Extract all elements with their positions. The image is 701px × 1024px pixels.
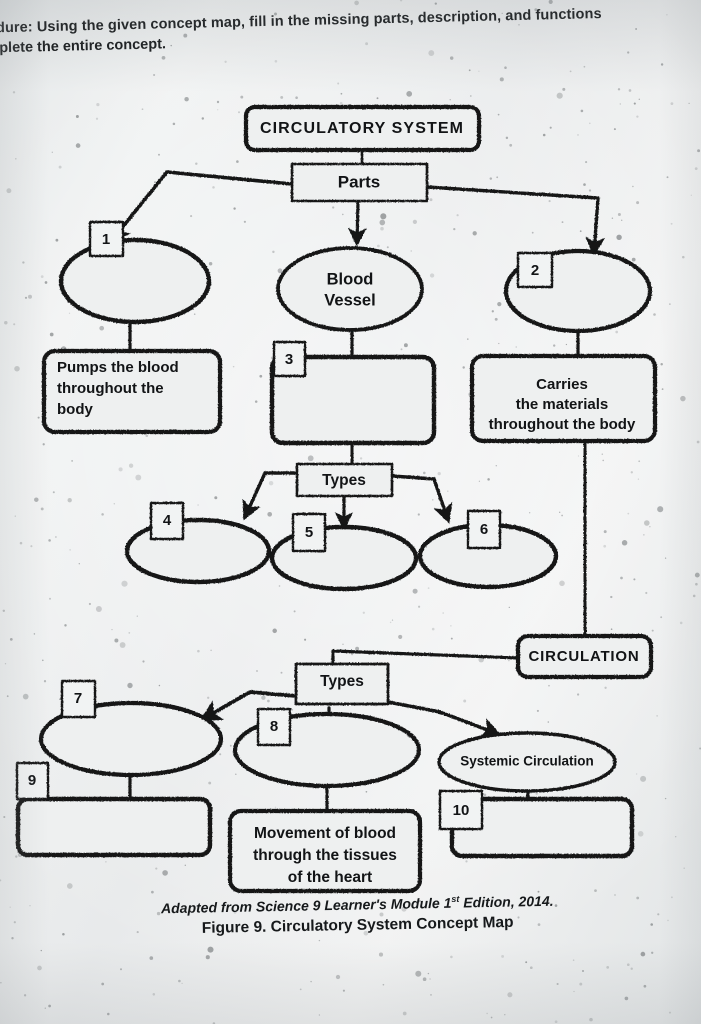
tag-box-4 [149, 501, 185, 541]
tag-box-5 [291, 512, 327, 553]
caption-source-head: Adapted from Science 9 Learner's Module … [160, 894, 452, 917]
label-types-upper: Types [322, 472, 366, 489]
node-blank-7 [38, 700, 224, 778]
blank-number-9: 9 [28, 772, 36, 789]
label-pumps-line-3: body [57, 401, 93, 418]
label-parts: Parts [338, 172, 381, 191]
node-carries-materials [469, 353, 658, 444]
label-carries-line-2: the materials [516, 396, 609, 413]
node-types-lower [294, 662, 390, 706]
blank-number-5: 5 [305, 524, 313, 541]
label-circulatory-system: CIRCULATORY SYSTEM [260, 120, 464, 137]
connector-parts-to-blood-vessel [348, 199, 367, 247]
blank-number-10: 10 [453, 802, 470, 819]
tag-box-3 [272, 340, 307, 378]
blank-number-6: 6 [480, 521, 488, 538]
blank-number-2: 2 [531, 262, 539, 279]
node-blood-vessel [276, 246, 424, 332]
node-blank-3 [269, 354, 437, 446]
blank-number-4: 4 [163, 512, 172, 529]
caption-ordinal-suffix: st [451, 893, 460, 905]
node-circulation [515, 633, 654, 680]
connector-parts-to-node1 [109, 170, 294, 244]
label-blood-vessel-line-2: Vessel [324, 291, 375, 309]
node-pumps-the-blood [41, 348, 223, 435]
node-systemic-circulation [437, 731, 617, 793]
connector-types-lower-to-node7 [199, 690, 298, 722]
connector-types-upper-to-node6 [390, 474, 453, 524]
node-types-upper [295, 462, 394, 498]
connector-parts-to-node2 [425, 185, 606, 257]
label-systemic-circulation: Systemic Circulation [460, 754, 594, 769]
label-movement-line-1: Movement of blood [254, 825, 396, 842]
blank-number-3: 3 [285, 351, 293, 368]
label-circulation: CIRCULATION [528, 648, 639, 665]
label-carries-line-3: throughout the body [489, 416, 636, 433]
tag-box-1 [88, 220, 125, 258]
label-carries-line-1: Carries [536, 376, 588, 393]
node-circulatory-system [243, 104, 482, 153]
blank-number-8: 8 [270, 718, 278, 735]
tag-box-7 [60, 679, 97, 719]
tag-box-6 [466, 509, 502, 550]
connector-circulation-to-types-lower [331, 649, 520, 668]
caption-source-tail: Edition, 2014. [459, 892, 554, 911]
blank-number-1: 1 [102, 231, 110, 248]
label-types-lower: Types [320, 673, 364, 690]
node-parts [290, 162, 429, 203]
connector-types-lower-to-systemic [386, 700, 502, 738]
node-blank-4 [124, 517, 272, 585]
connector-types-upper-to-node4 [242, 471, 299, 521]
label-movement-line-2: through the tissues [253, 847, 397, 864]
tag-box-10 [438, 789, 484, 831]
node-movement-of-blood [227, 808, 423, 894]
tag-box-9 [15, 761, 50, 801]
tag-box-2 [516, 251, 554, 289]
label-pumps-line-2: throughout the [57, 380, 164, 397]
node-blank-9-box [15, 796, 213, 858]
label-blood-vessel-line-1: Blood [327, 270, 374, 288]
blank-number-7: 7 [74, 690, 82, 707]
label-pumps-line-1: Pumps the blood [57, 359, 179, 376]
label-movement-line-3: of the heart [288, 869, 372, 886]
node-blank-1 [58, 237, 212, 325]
tag-box-8 [256, 707, 292, 747]
